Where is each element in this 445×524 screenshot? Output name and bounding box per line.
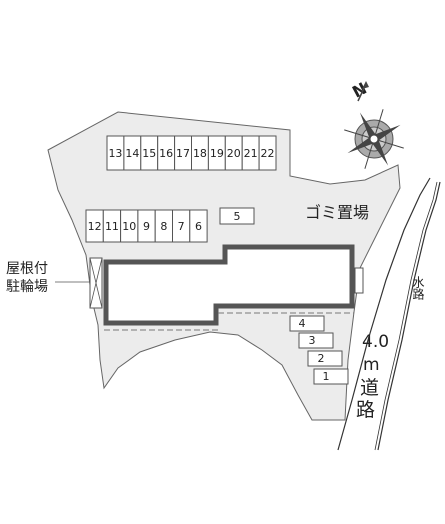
parking-slot-number: 14 xyxy=(125,147,139,160)
parking-slot-number: 5 xyxy=(234,210,241,223)
parking-slot-number: 8 xyxy=(160,220,167,233)
parking-slot-number: 13 xyxy=(108,147,122,160)
parking-slot-14: 14 xyxy=(123,135,142,171)
parking-slot-4: 4 xyxy=(289,315,325,332)
road-label-1: 道 xyxy=(360,377,379,399)
parking-slot-number: 22 xyxy=(261,147,275,160)
parking-slot-13: 13 xyxy=(106,135,125,171)
parking-slot-number: 17 xyxy=(176,147,190,160)
parking-slot-number: 3 xyxy=(309,334,316,347)
garbage-box xyxy=(354,267,364,294)
bike-parking-box xyxy=(89,257,103,309)
parking-slot-10: 10 xyxy=(120,209,139,243)
parking-slot-number: 18 xyxy=(193,147,207,160)
parking-slot-1: 1 xyxy=(313,368,349,385)
road-edge-right xyxy=(377,181,441,451)
parking-slot-number: 9 xyxy=(143,220,150,233)
parking-slot-17: 17 xyxy=(174,135,193,171)
garbage-label: ゴミ置場 xyxy=(305,203,369,222)
parking-slot-7: 7 xyxy=(172,209,191,243)
road-width-unit: m xyxy=(363,355,380,375)
parking-slot-2: 2 xyxy=(307,350,343,367)
parking-slot-number: 1 xyxy=(323,370,330,383)
parking-slot-number: 6 xyxy=(195,220,202,233)
parking-slot-number: 19 xyxy=(210,147,224,160)
parking-slot-number: 15 xyxy=(142,147,156,160)
parking-slot-number: 2 xyxy=(318,352,325,365)
parking-slot-5: 5 xyxy=(219,207,255,225)
parking-slot-19: 19 xyxy=(207,135,226,171)
parking-slot-8: 8 xyxy=(154,209,173,243)
parking-slot-11: 11 xyxy=(102,209,122,243)
road-label-2: 路 xyxy=(356,399,375,421)
building xyxy=(103,244,355,326)
parking-slot-number: 20 xyxy=(227,147,241,160)
compass: N xyxy=(344,79,404,169)
parking-slot-number: 7 xyxy=(178,220,185,233)
parking-slot-9: 9 xyxy=(137,209,156,243)
parking-slot-16: 16 xyxy=(157,135,176,171)
waterway-label: 水路 xyxy=(411,276,425,301)
parking-slot-3: 3 xyxy=(298,332,334,349)
parking-slot-22: 22 xyxy=(258,135,277,171)
parking-slot-6: 6 xyxy=(189,209,208,243)
parking-slot-20: 20 xyxy=(224,135,243,171)
parking-slot-number: 21 xyxy=(244,147,258,160)
parking-slot-number: 12 xyxy=(88,220,102,233)
road-edge-left xyxy=(337,177,431,451)
parking-slot-12: 12 xyxy=(85,209,104,243)
parking-slot-number: 16 xyxy=(159,147,173,160)
parking-slot-18: 18 xyxy=(191,135,209,171)
parking-slot-number: 11 xyxy=(105,220,119,233)
bike-parking-label-1: 屋根付 xyxy=(6,261,48,277)
road-width-value: 4.0 xyxy=(362,332,389,352)
parking-slot-number: 10 xyxy=(122,220,136,233)
parking-slot-number: 4 xyxy=(299,317,306,330)
parking-slot-15: 15 xyxy=(140,135,159,171)
bike-parking-label-2: 駐輪場 xyxy=(6,278,48,295)
parking-slot-21: 21 xyxy=(241,135,260,171)
road-edge-right-2 xyxy=(374,181,438,451)
